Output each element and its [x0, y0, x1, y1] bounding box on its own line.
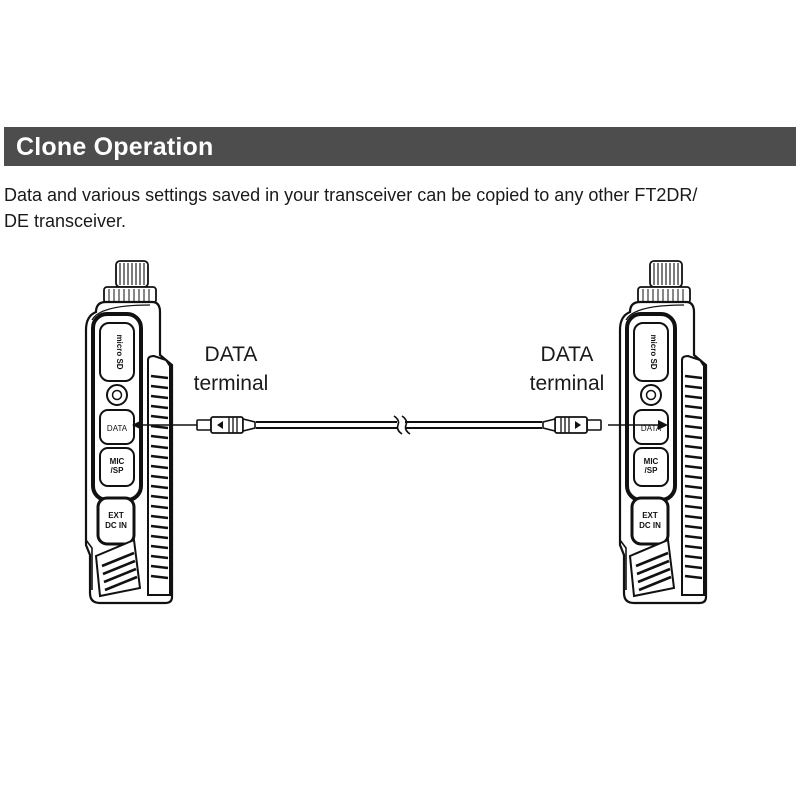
- left-label-line1: DATA: [204, 343, 258, 366]
- right-label-line2: terminal: [529, 372, 605, 395]
- section-title: Clone Operation: [16, 133, 214, 161]
- left-data-arrow: [132, 420, 197, 430]
- right-plug: [542, 416, 602, 434]
- right-label-line1: DATA: [540, 343, 594, 366]
- left-label-line2: terminal: [193, 372, 269, 395]
- section-header: Clone Operation: [4, 127, 796, 166]
- left-plug: [196, 416, 256, 434]
- right-data-arrow: [608, 420, 668, 430]
- intro-paragraph: Data and various settings saved in your …: [4, 182, 796, 234]
- intro-line-2: DE transceiver.: [4, 211, 127, 231]
- left-data-terminal-label: DATA terminal: [176, 340, 286, 398]
- intro-line-1: Data and various settings saved in your …: [4, 185, 698, 205]
- right-transceiver: [618, 259, 708, 605]
- right-data-terminal-label: DATA terminal: [512, 340, 622, 398]
- left-transceiver: [84, 259, 174, 605]
- clone-cable: [256, 415, 542, 435]
